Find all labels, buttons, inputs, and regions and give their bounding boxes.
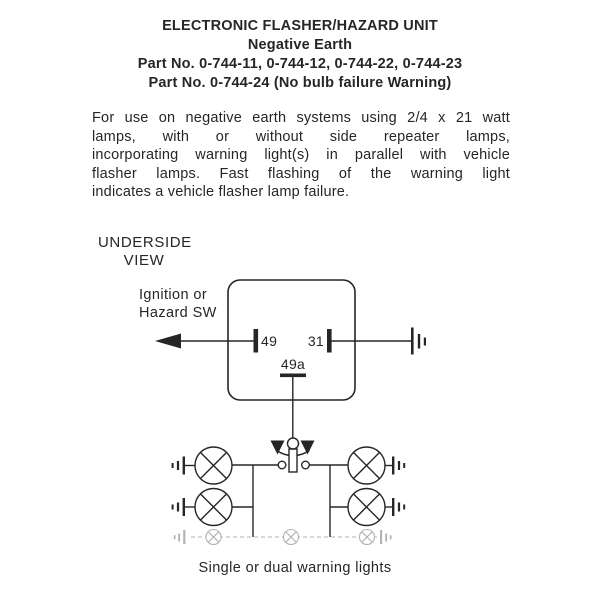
lamp-icon-muted bbox=[282, 528, 300, 546]
left-arrow-icon bbox=[155, 333, 254, 349]
lamp-icon bbox=[347, 487, 386, 527]
part-numbers-line-1: Part No. 0-744-11, 0-744-12, 0-744-22, 0… bbox=[137, 56, 463, 72]
terminal-31-blade bbox=[327, 329, 411, 353]
terminal-49-label: 49 bbox=[261, 333, 278, 349]
ground-icon bbox=[171, 498, 195, 516]
ignition-hazard-label: Ignition or Hazard SW bbox=[139, 287, 229, 322]
ground-icon-muted bbox=[173, 530, 186, 544]
page-subtitle: Negative Earth bbox=[247, 37, 353, 53]
lamp-icon bbox=[347, 446, 386, 485]
lamp-icon bbox=[194, 487, 233, 527]
underside-view-line-1: UNDERSIDE bbox=[98, 234, 192, 251]
underside-view-line-2: VIEW bbox=[123, 251, 165, 269]
optional-warning-lamp-row bbox=[173, 528, 392, 546]
changeover-switch-icon bbox=[270, 437, 315, 473]
description-line: flasher lamps. Fast flashing of the warn… bbox=[92, 165, 510, 182]
ground-icon bbox=[385, 498, 406, 516]
ignition-hazard-line-1: Ignition or bbox=[139, 287, 208, 303]
ground-icon-muted bbox=[380, 530, 392, 544]
relay-outline bbox=[227, 279, 356, 401]
terminal-49a-blade bbox=[280, 373, 306, 439]
description-line: lamps, with or without side repeater lam… bbox=[92, 128, 510, 145]
ground-icon bbox=[171, 456, 195, 475]
description-line: For use on negative earth systems using … bbox=[92, 110, 510, 126]
page-title: ELECTRONIC FLASHER/HAZARD UNIT bbox=[162, 18, 438, 34]
part-numbers-line-2: Part No. 0-744-24 (No bulb failure Warni… bbox=[148, 75, 452, 91]
ground-icon bbox=[411, 327, 426, 355]
header: ELECTRONIC FLASHER/HAZARD UNIT Negative … bbox=[0, 17, 600, 93]
terminal-49a-label: 49a bbox=[280, 356, 306, 372]
ignition-hazard-line-2: Hazard SW bbox=[139, 304, 217, 321]
description-paragraph: For use on negative earth systems using … bbox=[92, 109, 510, 202]
terminal-31-label: 31 bbox=[307, 333, 324, 349]
description-line: incorporating warning light(s) in parall… bbox=[92, 147, 510, 164]
lamp-icon-muted bbox=[205, 528, 222, 546]
lamp-icon-muted bbox=[358, 528, 376, 546]
lamp-wiring bbox=[232, 464, 348, 537]
diagram-caption: Single or dual warning lights bbox=[198, 560, 392, 576]
underside-view-label: UNDERSIDE VIEW bbox=[98, 234, 192, 269]
description-line: indicates a vehicle flasher lamp failure… bbox=[92, 184, 350, 201]
ground-icon bbox=[385, 456, 406, 475]
lamp-icon bbox=[194, 446, 233, 485]
terminal-49-blade bbox=[253, 329, 259, 353]
